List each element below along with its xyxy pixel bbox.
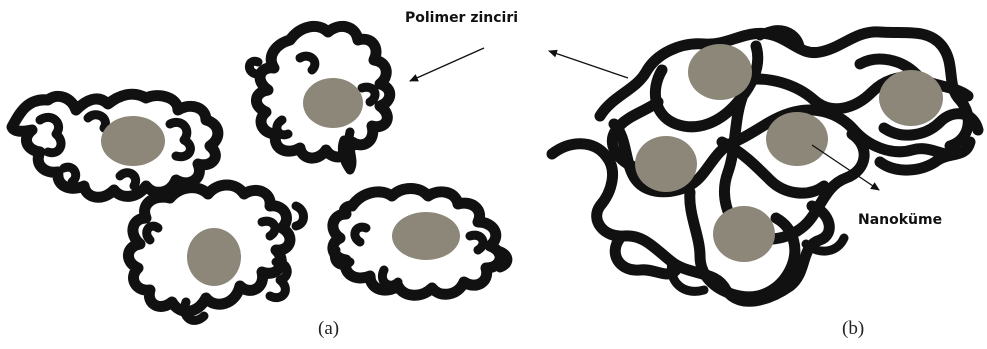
nanocluster-a3 bbox=[187, 228, 241, 286]
nanocluster-b1 bbox=[688, 44, 752, 100]
polymer-chain-label: Polimer zinciri bbox=[405, 10, 518, 26]
nanocluster-b5 bbox=[713, 206, 775, 262]
panel-a-label: (a) bbox=[318, 318, 339, 339]
polymer-coil-a4 bbox=[333, 189, 508, 296]
panel-b bbox=[552, 30, 978, 302]
nanocluster-b2 bbox=[879, 70, 943, 126]
nanocluster-a2 bbox=[303, 78, 363, 128]
nanocluster-label: Nanoküme bbox=[858, 212, 942, 228]
polymer-coil-a1 bbox=[12, 94, 218, 197]
nanocluster-a1 bbox=[101, 116, 165, 166]
polymer-chain-arrow-left bbox=[410, 48, 484, 81]
nanocluster-b3 bbox=[766, 112, 828, 166]
polymer-chain-arrow-right bbox=[549, 51, 628, 78]
nanocluster-b4 bbox=[635, 136, 697, 192]
polymer-coil-a2 bbox=[249, 26, 389, 170]
nanocluster-a4 bbox=[392, 212, 460, 260]
panel-b-label: (b) bbox=[842, 318, 864, 339]
polymer-coil-a3 bbox=[128, 185, 303, 320]
